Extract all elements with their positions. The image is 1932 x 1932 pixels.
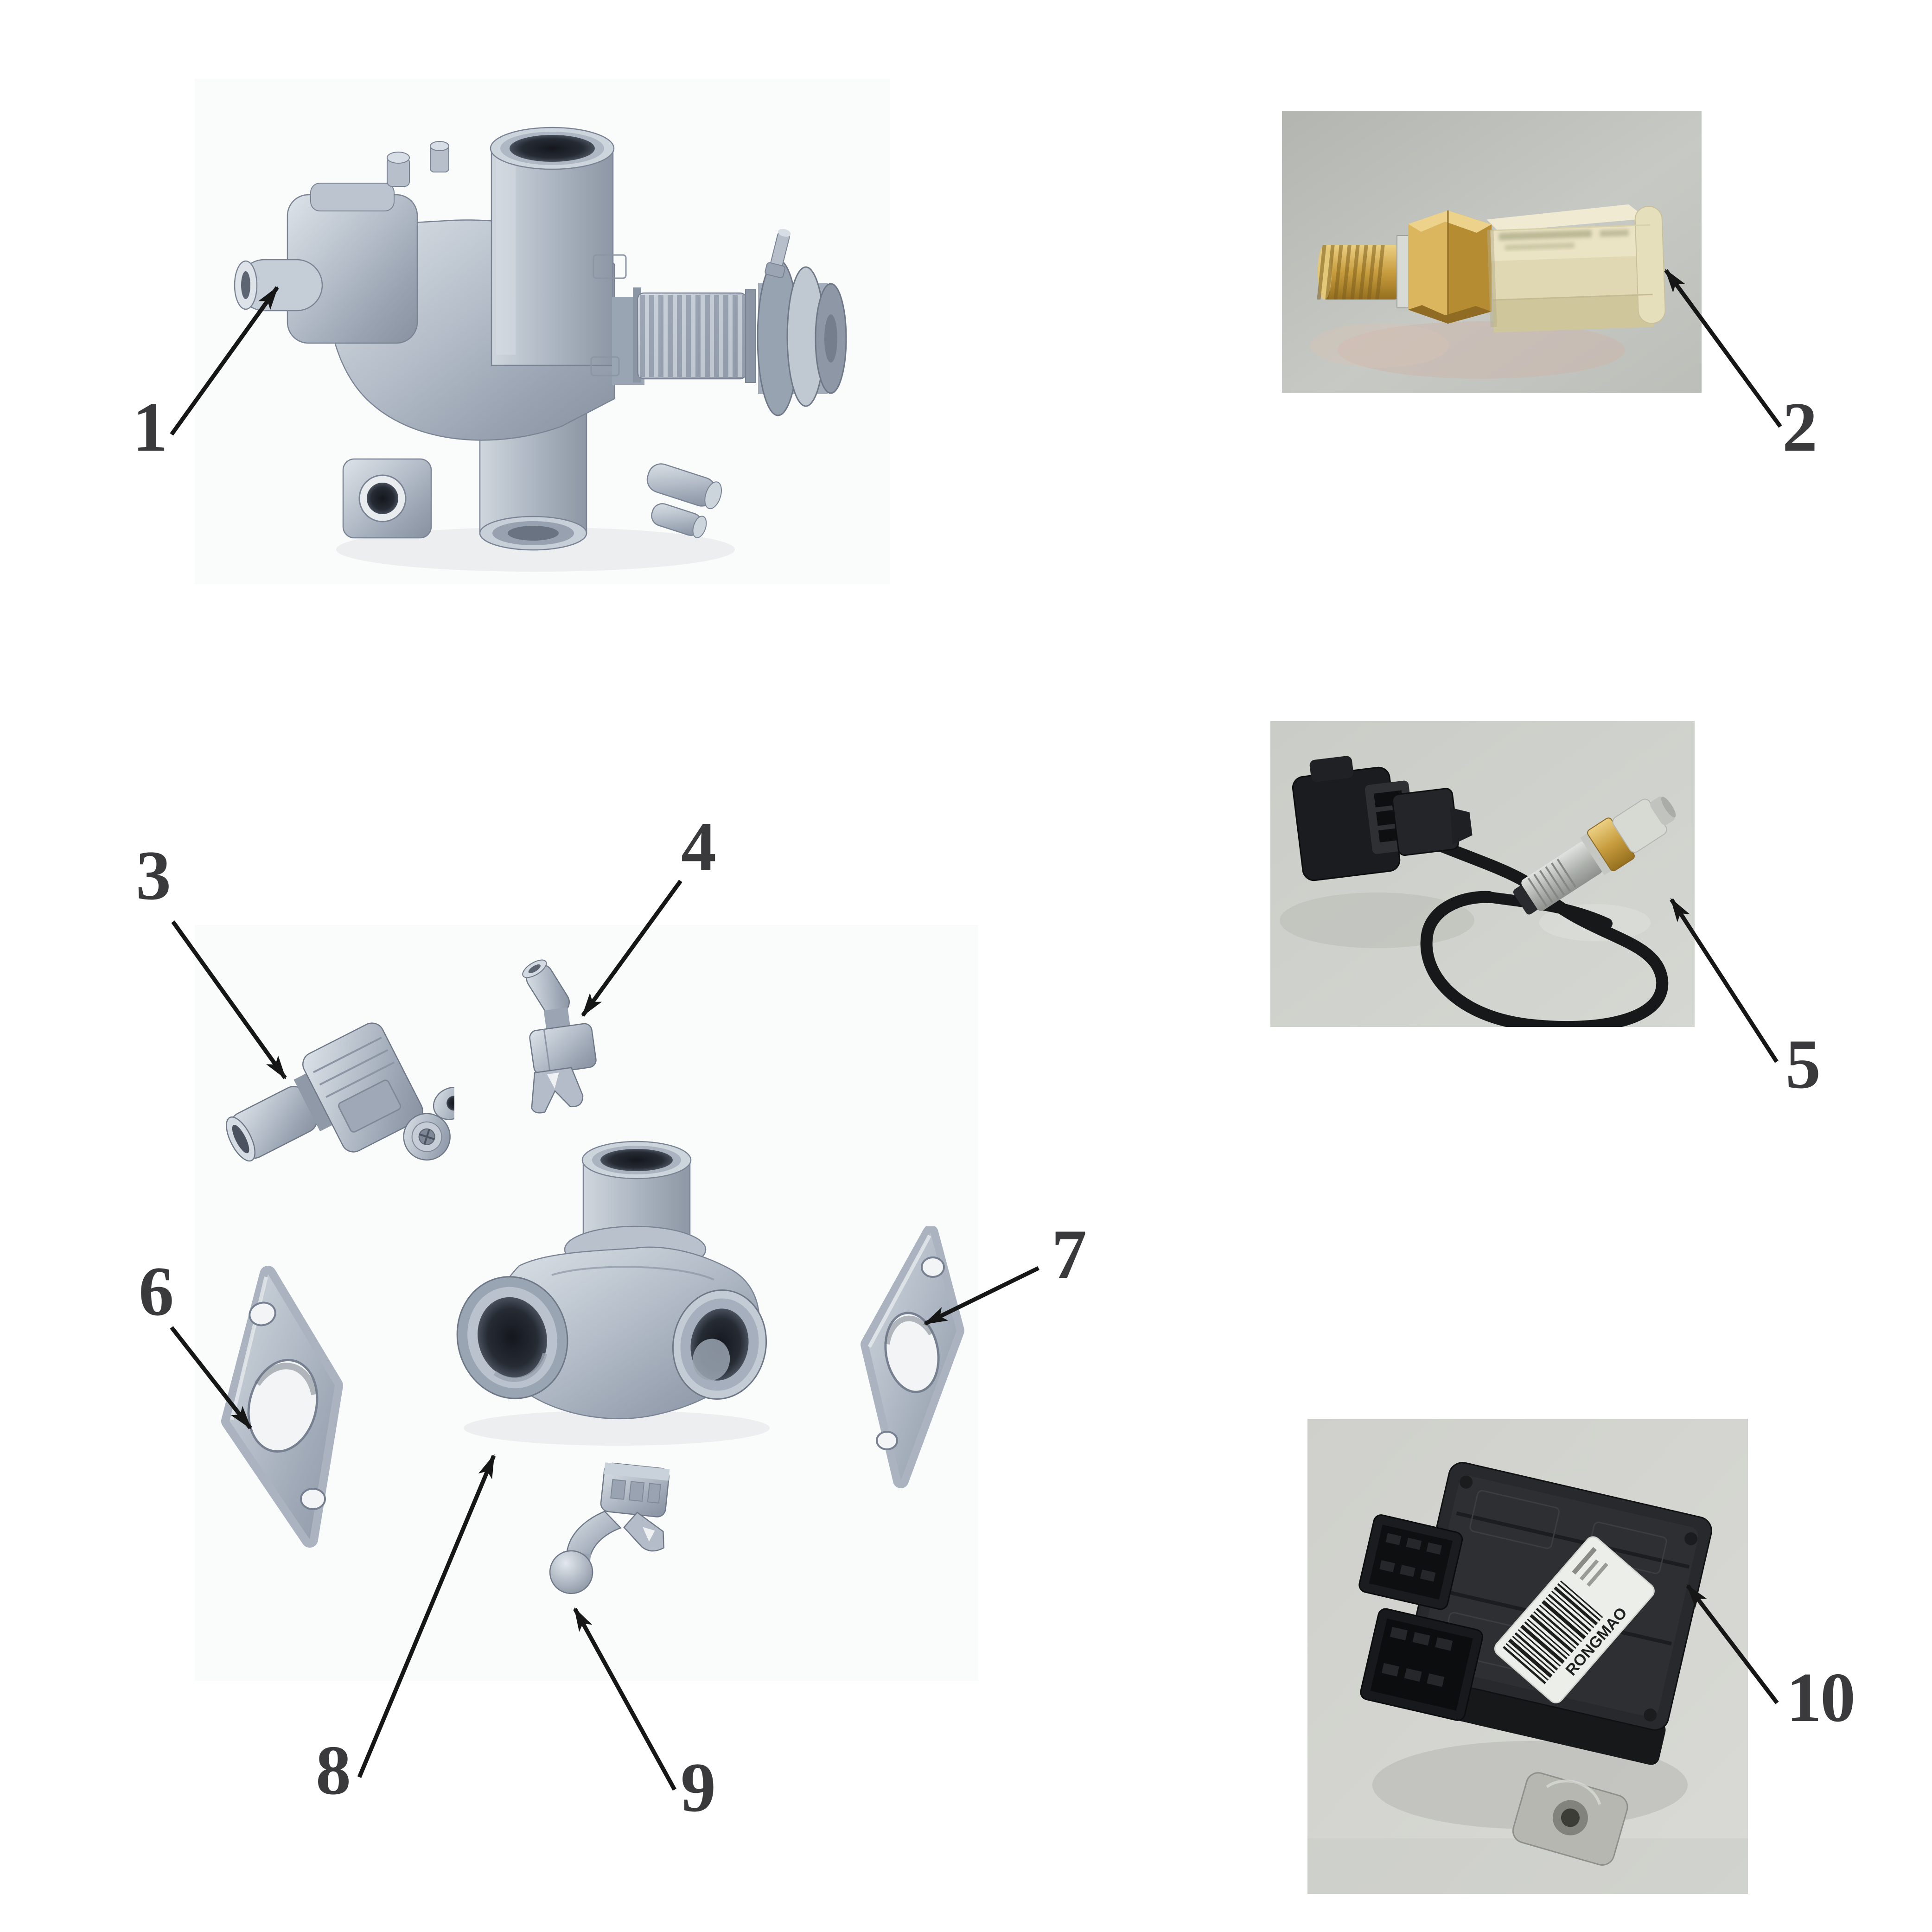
- part-4-fitting-drawing: [501, 950, 621, 1117]
- callout-2-label: 2: [1782, 388, 1817, 466]
- callout-9-label: 9: [681, 1748, 716, 1826]
- callout-1-label: 1: [133, 388, 168, 466]
- ecu-label: RONGMAO: [1494, 1536, 1655, 1703]
- part-3-sensor-drawing: [223, 992, 454, 1210]
- callout-3-label: 3: [136, 836, 171, 914]
- part-1-throttle-body-drawing: [195, 79, 890, 589]
- connector-black: [1292, 756, 1473, 881]
- callout-5-label: 5: [1785, 1025, 1821, 1103]
- part-9-fitting-drawing: [529, 1447, 682, 1613]
- part-8-intake-joint-drawing: [436, 1127, 793, 1447]
- callout-7-label: 7: [1052, 1215, 1087, 1293]
- part-5-oxygen-sensor-photo: [1270, 721, 1695, 1027]
- barcode: [1502, 1580, 1603, 1684]
- washer: [1396, 235, 1409, 308]
- ecu-connector-1: [1358, 1514, 1463, 1610]
- callout-6-label: 6: [139, 1252, 174, 1330]
- callout-10-label: 10: [1786, 1658, 1855, 1736]
- brass-hex-nut: [1408, 210, 1492, 324]
- cream-sensor-body: [1486, 204, 1666, 333]
- brass-threaded-stud: [1317, 245, 1399, 300]
- part-2-temperature-sensor-photo: [1282, 111, 1702, 393]
- ecu-connector-2: [1360, 1608, 1484, 1721]
- part-7-gasket-drawing: [860, 1226, 967, 1491]
- callout-4-label: 4: [681, 808, 716, 886]
- part-6-gasket-drawing: [218, 1266, 362, 1549]
- mounting-tab-bottom: [1512, 1772, 1628, 1866]
- part-10-ecu-photo: RONGMAO: [1307, 1419, 1748, 1894]
- callout-8-label: 8: [316, 1731, 351, 1809]
- illegible-part-marking: [1498, 229, 1629, 251]
- sensor-probe: [1513, 797, 1676, 915]
